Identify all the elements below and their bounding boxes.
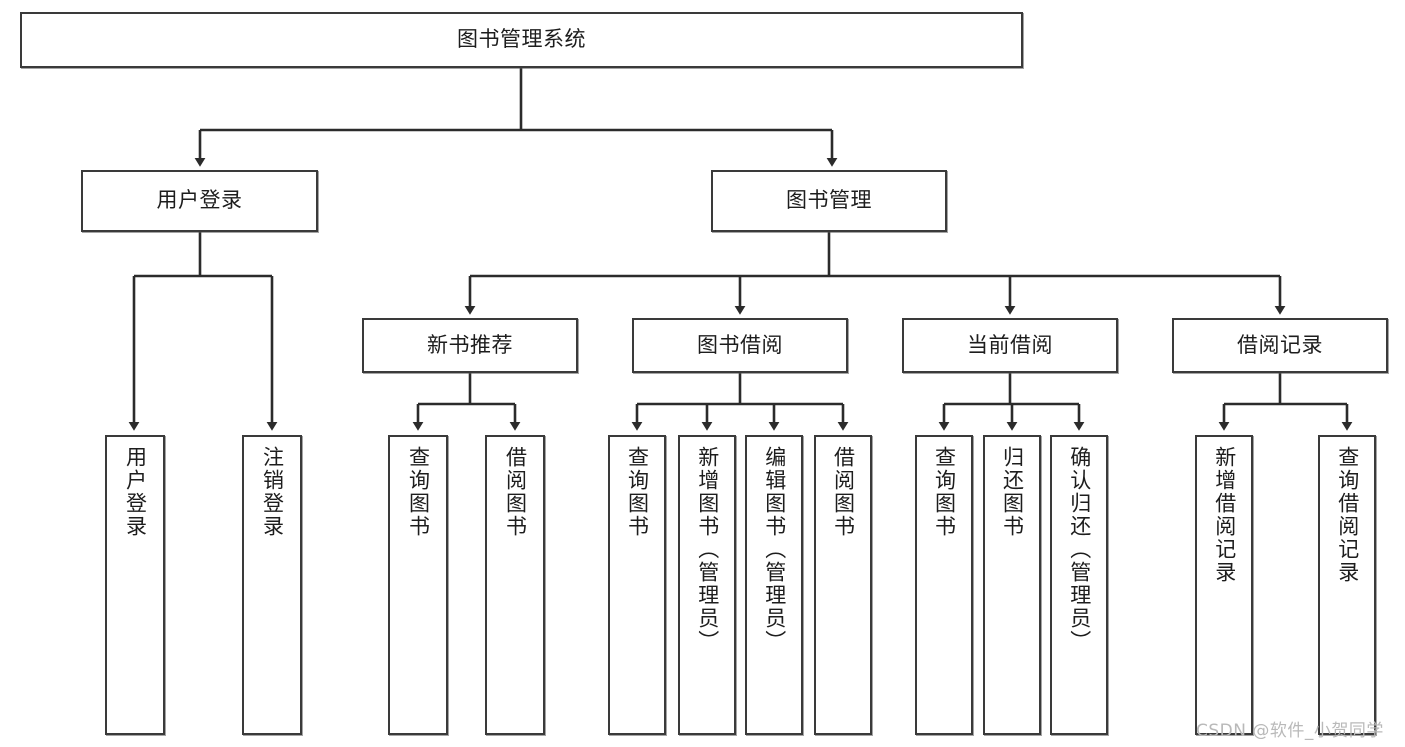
leaf-confirm-return-admin[interactable]: 确认归还（管理员） bbox=[1050, 435, 1108, 735]
node-borrow-record[interactable]: 借阅记录 bbox=[1172, 318, 1388, 373]
leaf-edit-book-admin-label: 编辑图书（管理员） bbox=[762, 446, 787, 653]
leaf-user-logout[interactable]: 注销登录 bbox=[242, 435, 302, 735]
leaf-query-book-borrow-label: 查询图书 bbox=[625, 446, 650, 538]
leaf-query-borrow-record-label: 查询借阅记录 bbox=[1335, 446, 1360, 584]
node-book-manage-label: 图书管理 bbox=[786, 188, 872, 213]
leaf-query-book-rec-label: 查询图书 bbox=[406, 446, 431, 538]
node-book-borrow[interactable]: 图书借阅 bbox=[632, 318, 848, 373]
leaf-borrow-book-label: 借阅图书 bbox=[831, 446, 856, 538]
leaf-query-book-rec[interactable]: 查询图书 bbox=[388, 435, 448, 735]
leaf-add-book-admin-label: 新增图书（管理员） bbox=[695, 446, 720, 653]
leaf-query-borrow-record[interactable]: 查询借阅记录 bbox=[1318, 435, 1376, 735]
leaf-user-login[interactable]: 用户登录 bbox=[105, 435, 165, 735]
leaf-borrow-book-rec-label: 借阅图书 bbox=[503, 446, 528, 538]
node-current-borrow[interactable]: 当前借阅 bbox=[902, 318, 1118, 373]
node-root[interactable]: 图书管理系统 bbox=[20, 12, 1023, 68]
leaf-borrow-book-rec[interactable]: 借阅图书 bbox=[485, 435, 545, 735]
leaf-return-book[interactable]: 归还图书 bbox=[983, 435, 1041, 735]
node-current-borrow-label: 当前借阅 bbox=[967, 332, 1053, 357]
leaf-confirm-return-admin-label: 确认归还（管理员） bbox=[1067, 446, 1092, 653]
node-borrow-record-label: 借阅记录 bbox=[1237, 332, 1323, 357]
node-new-book-rec[interactable]: 新书推荐 bbox=[362, 318, 578, 373]
leaf-borrow-book[interactable]: 借阅图书 bbox=[814, 435, 872, 735]
node-new-book-rec-label: 新书推荐 bbox=[427, 332, 513, 357]
leaf-query-book-borrow[interactable]: 查询图书 bbox=[608, 435, 666, 735]
leaf-add-borrow-record-label: 新增借阅记录 bbox=[1212, 446, 1237, 584]
leaf-user-logout-label: 注销登录 bbox=[260, 446, 285, 538]
node-root-label: 图书管理系统 bbox=[457, 27, 586, 52]
leaf-add-borrow-record[interactable]: 新增借阅记录 bbox=[1195, 435, 1253, 735]
csdn-watermark: CSDN @软件_小贺同学 bbox=[1196, 721, 1384, 741]
leaf-return-book-label: 归还图书 bbox=[1000, 446, 1025, 538]
leaf-query-book-current[interactable]: 查询图书 bbox=[915, 435, 973, 735]
node-book-borrow-label: 图书借阅 bbox=[697, 332, 783, 357]
leaf-edit-book-admin[interactable]: 编辑图书（管理员） bbox=[745, 435, 803, 735]
node-book-manage[interactable]: 图书管理 bbox=[711, 170, 947, 232]
node-user-login-label: 用户登录 bbox=[156, 188, 243, 213]
leaf-add-book-admin[interactable]: 新增图书（管理员） bbox=[678, 435, 736, 735]
node-user-login[interactable]: 用户登录 bbox=[81, 170, 318, 232]
leaf-query-book-current-label: 查询图书 bbox=[932, 446, 957, 538]
leaf-user-login-label: 用户登录 bbox=[123, 446, 148, 538]
